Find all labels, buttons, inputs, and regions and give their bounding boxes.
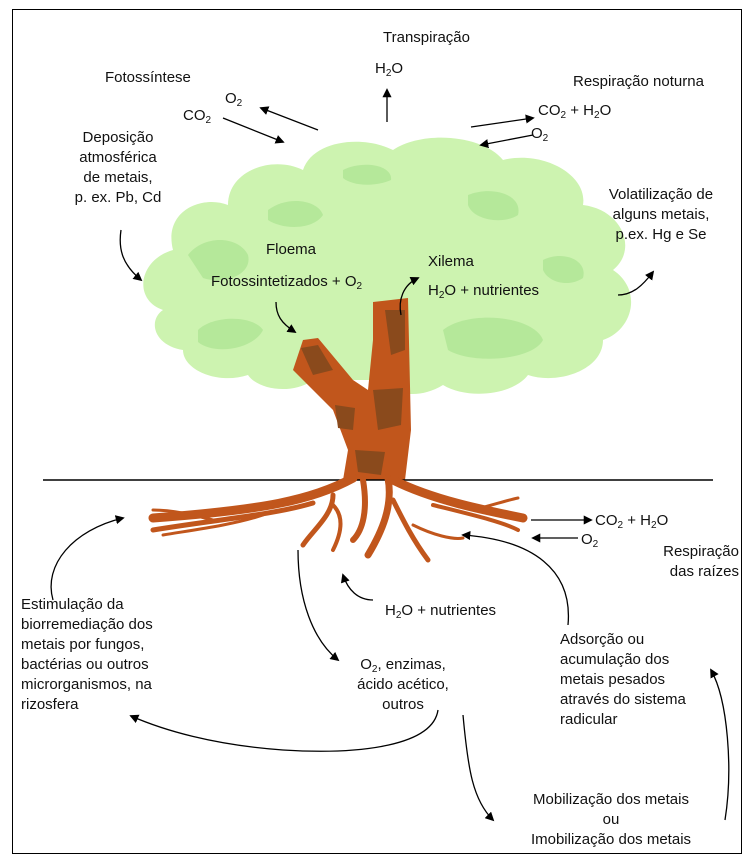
label-estimulacao: Estimulação da biorremediação dos metais… bbox=[21, 595, 153, 715]
chem-co2-h2o-roots: CO2 + H2O bbox=[595, 512, 668, 530]
label-mobilizacao: Mobilização dos metais ou Imobilização d… bbox=[501, 790, 721, 850]
label-volatilizacao: Volatilização de alguns metais, p.ex. Hg… bbox=[591, 185, 731, 245]
stimulation-arrow bbox=[51, 518, 123, 600]
label-floema: Floema bbox=[266, 240, 316, 260]
night-resp-out-arrow bbox=[471, 118, 533, 127]
to-stimulation-arrow bbox=[131, 710, 438, 751]
exudate-arrow bbox=[298, 550, 338, 660]
label-respiracao-noturna: Respiração noturna bbox=[573, 72, 704, 92]
label-exsudatos: O2, enzimas, ácido acético, outros bbox=[343, 655, 463, 715]
deposition-arrow bbox=[120, 230, 141, 280]
nutrient-uptake-arrow bbox=[343, 575, 373, 600]
chem-co2-photo: CO2 bbox=[183, 107, 211, 125]
label-fotossintetizados: Fotossintetizados + O2 bbox=[211, 273, 362, 291]
night-resp-in-arrow bbox=[481, 135, 533, 145]
co2-in-arrow bbox=[223, 118, 283, 142]
label-xilema: Xilema bbox=[428, 252, 474, 272]
label-transpiracao: Transpiração bbox=[383, 28, 470, 48]
label-deposicao: Deposição atmosférica de metais, p. ex. … bbox=[53, 128, 183, 208]
label-h2o-nutrientes-xylem: H2O + nutrientes bbox=[428, 282, 539, 300]
o2-out-arrow bbox=[261, 108, 318, 130]
label-fotossintese: Fotossíntese bbox=[105, 68, 191, 88]
chem-o2-night: O2 bbox=[531, 125, 548, 143]
chem-o2-photo: O2 bbox=[225, 90, 242, 108]
diagram-frame: Transpiração H2O Fotossíntese O2 CO2 Res… bbox=[12, 9, 742, 854]
tree-roots bbox=[153, 478, 523, 560]
chem-co2-h2o-night: CO2 + H2O bbox=[538, 102, 611, 120]
label-adsorcao: Adsorção ou acumulação dos metais pesado… bbox=[560, 630, 686, 730]
mobilization-arrow bbox=[463, 715, 493, 820]
chem-o2-roots: O2 bbox=[581, 531, 598, 549]
chem-h2o-top: H2O bbox=[375, 60, 403, 78]
label-h2o-nutrientes-roots: H2O + nutrientes bbox=[385, 602, 496, 620]
label-respiracao-raizes: Respiração das raízes bbox=[611, 542, 739, 582]
